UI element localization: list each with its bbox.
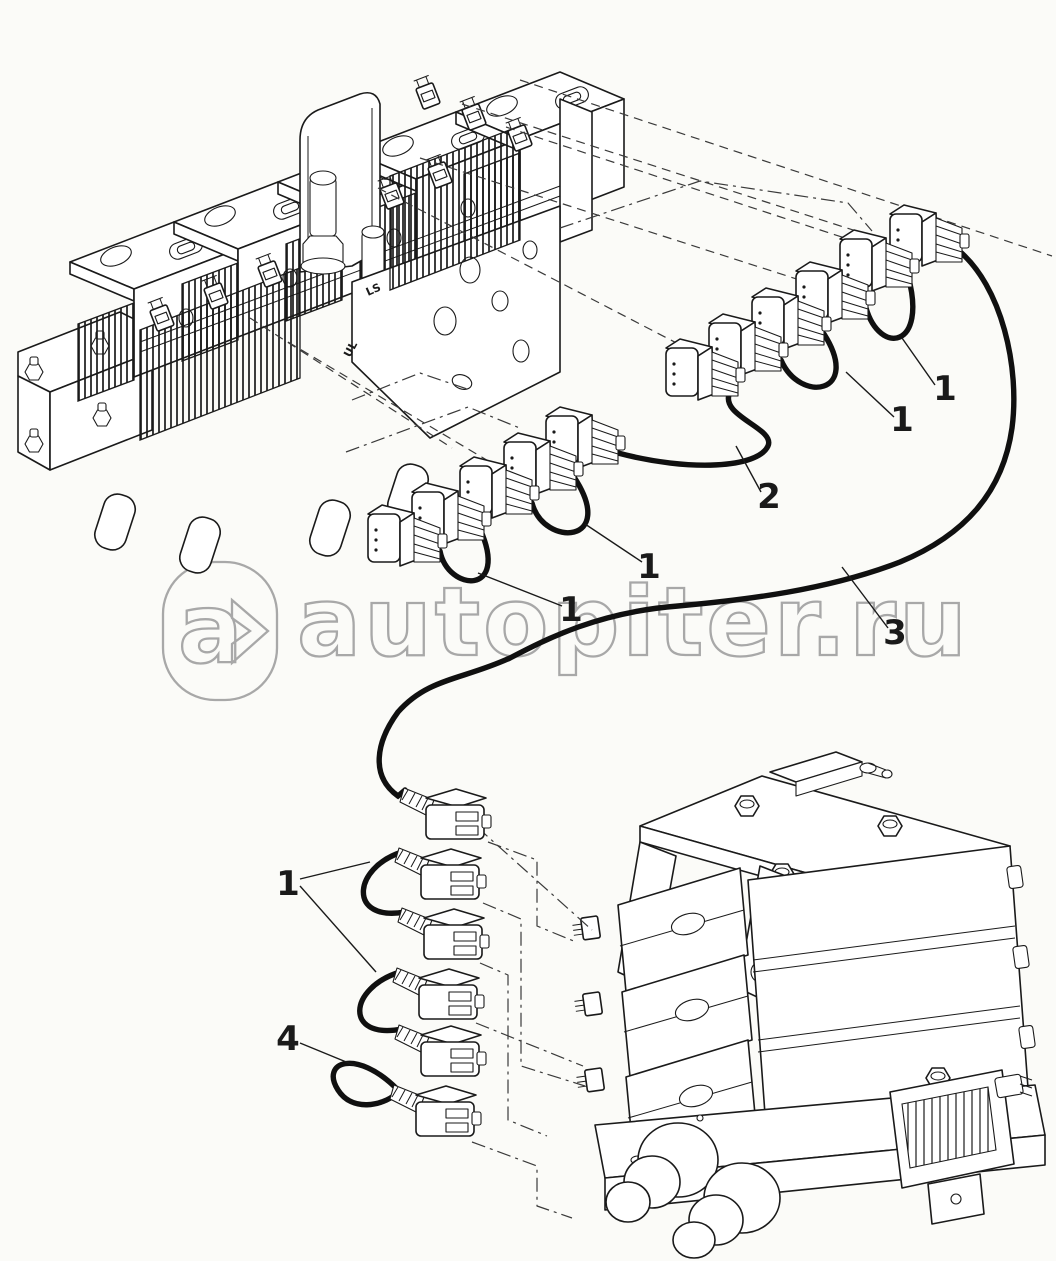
- callout-1: 1: [559, 590, 583, 630]
- port-label-ls: LS: [364, 281, 383, 299]
- base-solenoid-valve: [889, 1069, 1033, 1225]
- cable-loop-1a: [437, 526, 491, 584]
- connector-plug: [389, 1084, 482, 1137]
- harness-connectors-lower: [389, 787, 492, 1137]
- cable-loop-1f: [357, 969, 405, 1034]
- callout-1: 1: [933, 369, 957, 409]
- callout-leaders: [299, 337, 936, 1067]
- cable-loop-1c: [778, 331, 839, 390]
- cylinder-ports: [605, 1122, 781, 1259]
- connector-plug: [394, 1024, 487, 1077]
- callout-1: 1: [890, 400, 914, 440]
- harness-cables: [330, 247, 1017, 1108]
- upper-valve-assembly: LS UL: [17, 71, 625, 578]
- callout-2: 2: [757, 477, 781, 517]
- cable-loop-1b: [529, 474, 591, 536]
- connector-plug: [399, 787, 492, 840]
- cable-3: [376, 247, 1017, 800]
- bolt-icon: [734, 795, 760, 817]
- solenoid-fin-block: [389, 125, 521, 291]
- connector-plug: [394, 847, 487, 900]
- mounting-foot: [90, 489, 140, 555]
- lower-valve-assembly: [570, 751, 1046, 1259]
- watermark: a autopiter.ru: [161, 560, 970, 702]
- terminal-icon: [572, 991, 604, 1019]
- callout-1: 1: [637, 547, 661, 587]
- connector-plug: [397, 907, 490, 960]
- callout-4: 4: [276, 1019, 300, 1059]
- terminal-icon: [411, 74, 442, 111]
- watermark-site-text: autopiter.ru: [297, 568, 970, 678]
- bolt-icon: [877, 815, 903, 837]
- terminal-icon: [570, 915, 602, 943]
- terminal-icon: [574, 1067, 606, 1095]
- callout-1: 1: [276, 864, 300, 904]
- mounting-foot: [175, 512, 225, 578]
- callout-3: 3: [883, 613, 907, 653]
- cable-2: [615, 389, 772, 468]
- watermark-logo-a: a: [178, 573, 243, 685]
- watermark-logo-chevron-icon: [230, 597, 270, 666]
- connector-plug: [392, 967, 485, 1020]
- cable-loop-1e: [360, 849, 408, 916]
- cable-loop-1d: [863, 273, 916, 341]
- cable-jumper-4: [330, 1060, 400, 1108]
- callouts: 1 1 2 1 1 3 1 4: [276, 369, 957, 1059]
- solenoid-fin-block: [139, 267, 301, 441]
- valve-bank-right: [351, 71, 625, 292]
- mounting-foot: [305, 495, 355, 561]
- watermark-logo-ring: [161, 560, 279, 702]
